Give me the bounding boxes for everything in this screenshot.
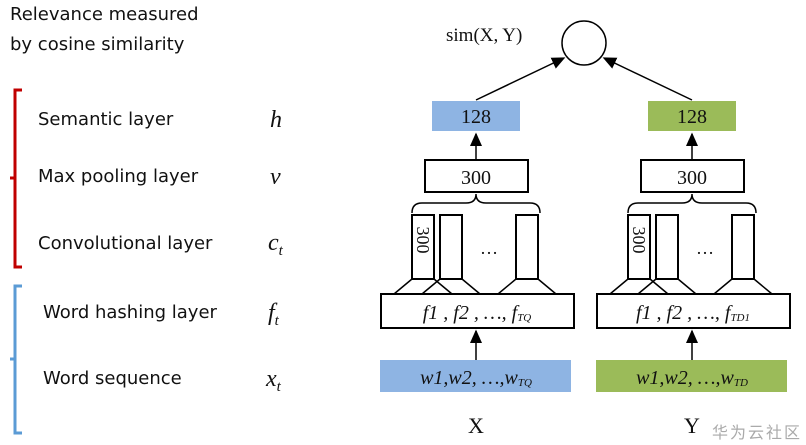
hashing-box: [596, 293, 791, 329]
word-sequence-box: [596, 360, 787, 392]
tower-x: 128 300 300 … f1 , f2 , …, fTQ w1,w2, …,wTQ X: [380, 101, 575, 438]
word-sequence-box: [380, 360, 571, 392]
bracket-top: [10, 88, 22, 269]
conv-filter: [439, 214, 463, 280]
layer-label: Semantic layer: [38, 109, 174, 130]
conv-dim: 300: [413, 227, 433, 254]
conv-window: [637, 278, 697, 295]
layer-labels: Semantic layer Max pooling layer Convolu…: [38, 107, 284, 395]
layer-label: Word sequence: [43, 368, 182, 389]
input-label: Y: [684, 413, 700, 438]
layer-symbol: xt: [265, 366, 282, 395]
semantic-dim: 128: [677, 106, 707, 128]
conv-ellipsis: …: [480, 238, 498, 258]
conv-filter: [411, 214, 435, 280]
similarity-label: sim(X, Y): [446, 25, 522, 46]
semantic-dim: 128: [461, 106, 491, 128]
input-label: X: [468, 413, 484, 438]
similarity-arrow: [602, 57, 693, 101]
conv-ellipsis: …: [696, 238, 714, 258]
pooling-box: [424, 159, 529, 193]
caption-line1: Relevance measured: [10, 4, 199, 25]
layer-label: Max pooling layer: [38, 166, 199, 187]
pooling-box: [640, 159, 745, 193]
layer-symbol: h: [270, 107, 282, 133]
word-sequence-text: w1,w2, …,wTQ: [420, 367, 532, 389]
tower-y: 128 300 300 … f1 , f2 , …, fTD1 w1,w2, …,wTD Y: [596, 101, 791, 438]
conv-window: [421, 278, 481, 295]
layer-symbol: ft: [268, 300, 280, 329]
semantic-box: [648, 101, 736, 131]
conv-filter: [515, 214, 539, 280]
conv-window: [497, 278, 557, 295]
pooling-dim: 300: [677, 167, 707, 189]
word-sequence-text: w1,w2, …,wTD: [636, 367, 748, 389]
conv-filter: [731, 214, 755, 280]
layer-symbol: ct: [268, 230, 284, 259]
conv-filter: [627, 214, 651, 280]
similarity-node: [561, 20, 607, 66]
conv-window: [393, 278, 453, 295]
hashing-text: f1 , f2 , …, fTQ: [423, 302, 532, 324]
pooling-brace: [627, 193, 757, 214]
conv-filter: [655, 214, 679, 280]
semantic-box: [432, 101, 520, 131]
layer-label: Convolutional layer: [38, 233, 213, 254]
watermark: 华为云社区: [712, 423, 802, 442]
bracket-bottom: [10, 284, 22, 435]
conv-window: [609, 278, 669, 295]
conv-dim: 300: [629, 227, 649, 254]
pooling-dim: 300: [461, 167, 491, 189]
conv-window: [713, 278, 773, 295]
layer-label: Word hashing layer: [43, 302, 218, 323]
similarity-arrow: [475, 57, 566, 101]
hashing-box: [380, 293, 575, 329]
hashing-text: f1 , f2 , …, fTD1: [636, 302, 750, 324]
pooling-brace: [411, 193, 541, 214]
layer-symbol: v: [270, 164, 281, 190]
caption-line2: by cosine similarity: [10, 34, 185, 55]
